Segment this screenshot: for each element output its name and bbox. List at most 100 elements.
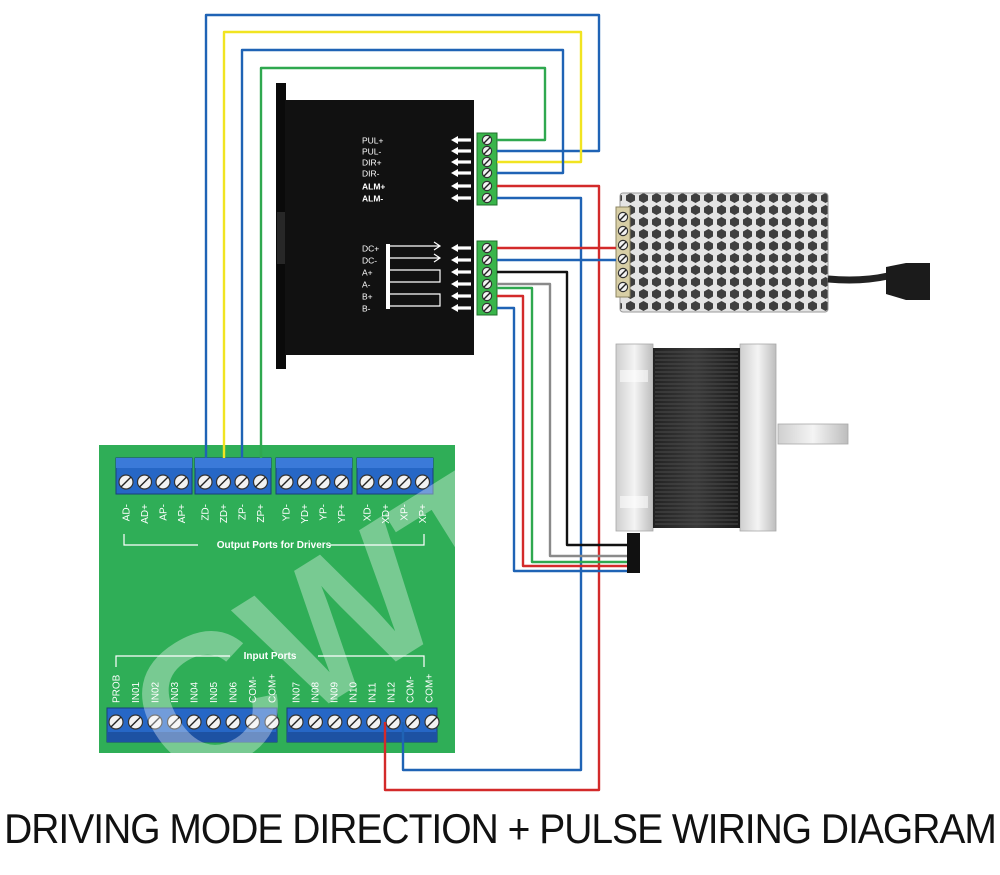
wire-motor-b-minus xyxy=(497,294,627,568)
output-port-label: XP- xyxy=(400,504,411,521)
power-plug xyxy=(886,263,930,300)
driver-signal-label: ALM- xyxy=(362,194,383,204)
terminal-screw xyxy=(173,474,190,490)
terminal-arrow-icon xyxy=(451,280,471,288)
driver-signal-label: ALM+ xyxy=(362,182,385,192)
driver-terminal-arrows xyxy=(451,136,471,312)
terminal-screw xyxy=(215,474,232,490)
terminal-screw xyxy=(205,714,222,730)
power-cord xyxy=(827,272,889,284)
output-port-label: YP+ xyxy=(337,504,348,523)
terminal-screw xyxy=(225,714,241,730)
wire-motor-b xyxy=(497,306,627,573)
driver-power-label: A- xyxy=(362,280,371,290)
driver-signal-label: PUL+ xyxy=(362,136,384,146)
wire-motor-a-plus xyxy=(497,270,627,547)
terminal-screw xyxy=(481,156,493,168)
terminal-arrow-icon xyxy=(451,244,471,252)
driver-terminal-labels: PUL+PUL-DIR+DIR-ALM+ALM-DC+DC-A+A-B+B- xyxy=(362,136,385,314)
terminal-arrow-icon xyxy=(451,182,471,190)
terminal-screw xyxy=(166,714,183,730)
input-port-label: IN07 xyxy=(292,681,303,703)
input-port-label: IN05 xyxy=(209,681,220,703)
terminal-screw xyxy=(481,242,493,254)
output-port-labels: AD-AD+AP-AP+ZD-ZD+ZP-ZP+YD-YD+YP-YP+XD-X… xyxy=(122,504,430,524)
terminal-screw xyxy=(278,474,294,490)
driver-power-label: B- xyxy=(362,304,371,314)
driver-power-terminal xyxy=(476,240,498,316)
terminal-screw xyxy=(136,474,153,490)
input-port-label: IN01 xyxy=(131,681,142,703)
wiring-diagram: AD-AD+AP-AP+ZD-ZD+ZP-ZP+YD-YD+YP-YP+XD-X… xyxy=(99,13,930,792)
output-port-label: AD+ xyxy=(140,504,151,524)
terminal-screw xyxy=(481,180,493,192)
input-port-label: IN11 xyxy=(368,682,379,703)
terminal-arrow-icon xyxy=(451,268,471,276)
driver-power-label: DC+ xyxy=(362,244,379,254)
input-terminal-blocks xyxy=(106,707,440,743)
output-port-label: AP+ xyxy=(177,504,188,523)
output-port-label: XD- xyxy=(363,504,374,521)
terminal-screw xyxy=(481,145,493,157)
terminal-screw xyxy=(359,474,375,490)
control-board xyxy=(99,445,455,753)
driver-power-label: A+ xyxy=(362,268,373,278)
terminal-screw xyxy=(197,474,213,490)
output-terminal-block xyxy=(115,457,193,495)
output-terminal-block xyxy=(194,457,272,495)
diagram-caption: DRIVING MODE DIRECTION + PULSE WIRING DI… xyxy=(4,806,997,853)
terminal-screw xyxy=(617,253,629,265)
terminal-screw xyxy=(127,714,144,730)
driver-signal-label: DIR+ xyxy=(362,158,382,168)
terminal-screw xyxy=(377,474,394,490)
terminal-screw xyxy=(481,290,493,302)
terminal-screw xyxy=(481,266,493,278)
driver-heatsink-bar xyxy=(276,83,286,369)
terminal-screw xyxy=(108,714,124,730)
terminal-screw xyxy=(481,134,493,146)
wire-alm-plus xyxy=(383,184,601,792)
terminal-screw xyxy=(481,192,493,204)
terminal-arrow-icon xyxy=(451,256,471,264)
terminal-arrow-icon xyxy=(451,147,471,155)
terminal-screw xyxy=(307,714,324,730)
terminal-arrow-icon xyxy=(451,292,471,300)
terminal-arrow-icon xyxy=(451,158,471,166)
terminal-screw xyxy=(296,474,313,490)
driver-power-label: DC- xyxy=(362,256,377,266)
input-port-label: PROB xyxy=(112,674,123,703)
input-ports-title: Input Ports xyxy=(244,651,297,662)
input-port-label: IN09 xyxy=(330,681,341,703)
wire-pul-minus xyxy=(204,13,601,458)
terminal-screw xyxy=(617,225,629,237)
driver-signal-label: PUL- xyxy=(362,147,382,157)
input-terminal-block xyxy=(106,707,280,743)
terminal-screw xyxy=(186,714,202,730)
input-port-label: COM- xyxy=(248,676,259,703)
power-supply xyxy=(615,192,930,313)
terminal-screw xyxy=(617,211,629,223)
motor-connector xyxy=(627,533,640,573)
stepper-driver xyxy=(285,100,474,355)
terminal-screw xyxy=(424,714,440,730)
output-port-label: XP+ xyxy=(418,504,429,523)
output-port-label: AP- xyxy=(159,504,170,521)
wire-motor-b-plus xyxy=(497,286,627,564)
terminal-arrow-icon xyxy=(451,136,471,144)
input-port-label: IN03 xyxy=(170,681,181,703)
terminal-arrow-icon xyxy=(451,304,471,312)
output-port-label: ZP+ xyxy=(256,504,267,523)
terminal-screw xyxy=(385,714,401,730)
input-port-label: COM- xyxy=(406,676,417,703)
output-port-label: ZP- xyxy=(238,504,249,520)
motor-fins xyxy=(655,351,738,525)
input-port-label: IN04 xyxy=(190,681,201,703)
input-port-label: IN12 xyxy=(387,681,398,703)
power-supply-terminals xyxy=(617,211,629,293)
output-port-label: YD+ xyxy=(300,504,311,524)
terminal-screw xyxy=(155,474,171,490)
output-terminal-block xyxy=(275,457,353,495)
terminal-screw xyxy=(288,714,304,730)
